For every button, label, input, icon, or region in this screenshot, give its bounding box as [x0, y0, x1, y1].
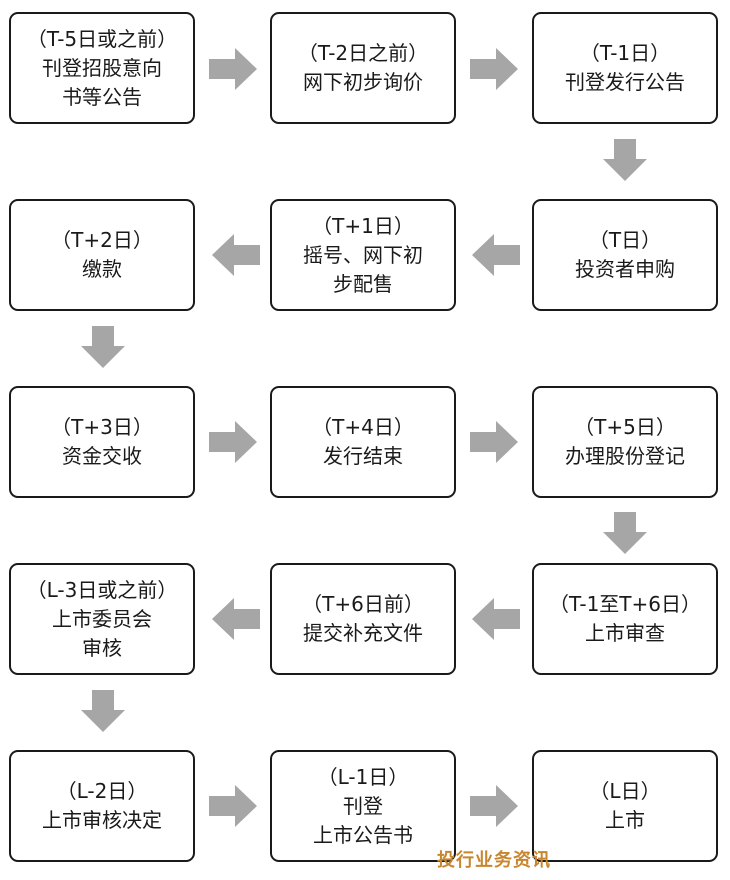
step-box: （L-1日） 刊登 上市公告书 — [270, 750, 456, 862]
step-text-line: 摇号、网下初 — [303, 242, 423, 267]
step-box: （T+4日） 发行结束 — [270, 386, 456, 498]
step-text-line: 投资者申购 — [575, 257, 675, 281]
arrow-right-icon — [470, 785, 518, 827]
step-text-line: 上市公告书 — [313, 822, 413, 847]
arrow-right-icon — [470, 421, 518, 463]
arrow-down-icon — [603, 139, 647, 181]
step-text-line: 步配售 — [333, 271, 393, 296]
step-time-label: （L-3日或之前） — [26, 577, 178, 602]
step-box: （T+2日） 缴款 — [9, 199, 195, 311]
step-time-label: （L-1日） — [317, 764, 409, 789]
step-time-label: （T-1至T+6日） — [548, 592, 702, 616]
step-box: （L-2日） 上市审核决定 — [9, 750, 195, 862]
step-text-line: 刊登发行公告 — [565, 70, 685, 94]
step-text-line: 刊登 — [343, 793, 383, 818]
step-time-label: （T日） — [588, 228, 662, 252]
step-text-line: 网下初步询价 — [303, 70, 423, 94]
step-text-line: 书等公告 — [62, 84, 142, 109]
arrow-right-icon — [209, 421, 257, 463]
step-box: （T-1至T+6日） 上市审查 — [532, 563, 718, 675]
arrow-down-icon — [81, 690, 125, 732]
arrow-left-icon — [472, 598, 520, 640]
step-box: （T+6日前） 提交补充文件 — [270, 563, 456, 675]
step-time-label: （L日） — [589, 779, 661, 803]
step-time-label: （T+5日） — [574, 415, 676, 439]
step-box: （T-5日或之前） 刊登招股意向 书等公告 — [9, 12, 195, 124]
step-box: （T+1日） 摇号、网下初 步配售 — [270, 199, 456, 311]
step-time-label: （T-5日或之前） — [26, 26, 178, 51]
step-text-line: 刊登招股意向 — [42, 55, 162, 80]
step-time-label: （T-2日之前） — [297, 41, 429, 65]
step-time-label: （L-2日） — [56, 779, 148, 803]
step-text-line: 办理股份登记 — [565, 444, 685, 468]
step-text-line: 资金交收 — [62, 444, 142, 468]
arrow-down-icon — [81, 326, 125, 368]
step-text-line: 缴款 — [82, 257, 122, 281]
step-time-label: （T+1日） — [312, 213, 414, 238]
step-time-label: （T+6日前） — [302, 592, 424, 616]
step-text-line: 上市 — [605, 808, 645, 832]
arrow-left-icon — [212, 234, 260, 276]
arrow-down-icon — [603, 512, 647, 554]
step-time-label: （T+2日） — [51, 228, 153, 252]
step-time-label: （T+4日） — [312, 415, 414, 439]
arrow-right-icon — [209, 48, 257, 90]
step-box: （T-2日之前） 网下初步询价 — [270, 12, 456, 124]
step-text-line: 提交补充文件 — [303, 621, 423, 645]
arrow-left-icon — [212, 598, 260, 640]
step-text-line: 上市委员会 — [52, 606, 152, 631]
step-text-line: 审核 — [82, 635, 122, 660]
step-text-line: 发行结束 — [323, 444, 403, 468]
arrow-right-icon — [470, 48, 518, 90]
arrow-left-icon — [472, 234, 520, 276]
step-box: （T-1日） 刊登发行公告 — [532, 12, 718, 124]
step-box: （L-3日或之前） 上市委员会 审核 — [9, 563, 195, 675]
step-box: （T日） 投资者申购 — [532, 199, 718, 311]
step-box: （T+5日） 办理股份登记 — [532, 386, 718, 498]
arrow-right-icon — [209, 785, 257, 827]
step-time-label: （T-1日） — [579, 41, 671, 65]
step-box: （T+3日） 资金交收 — [9, 386, 195, 498]
step-time-label: （T+3日） — [51, 415, 153, 439]
step-box: （L日） 上市 — [532, 750, 718, 862]
step-text-line: 上市审核决定 — [42, 808, 162, 832]
step-text-line: 上市审查 — [585, 621, 665, 645]
watermark-text: 投行业务资讯 — [437, 850, 551, 871]
